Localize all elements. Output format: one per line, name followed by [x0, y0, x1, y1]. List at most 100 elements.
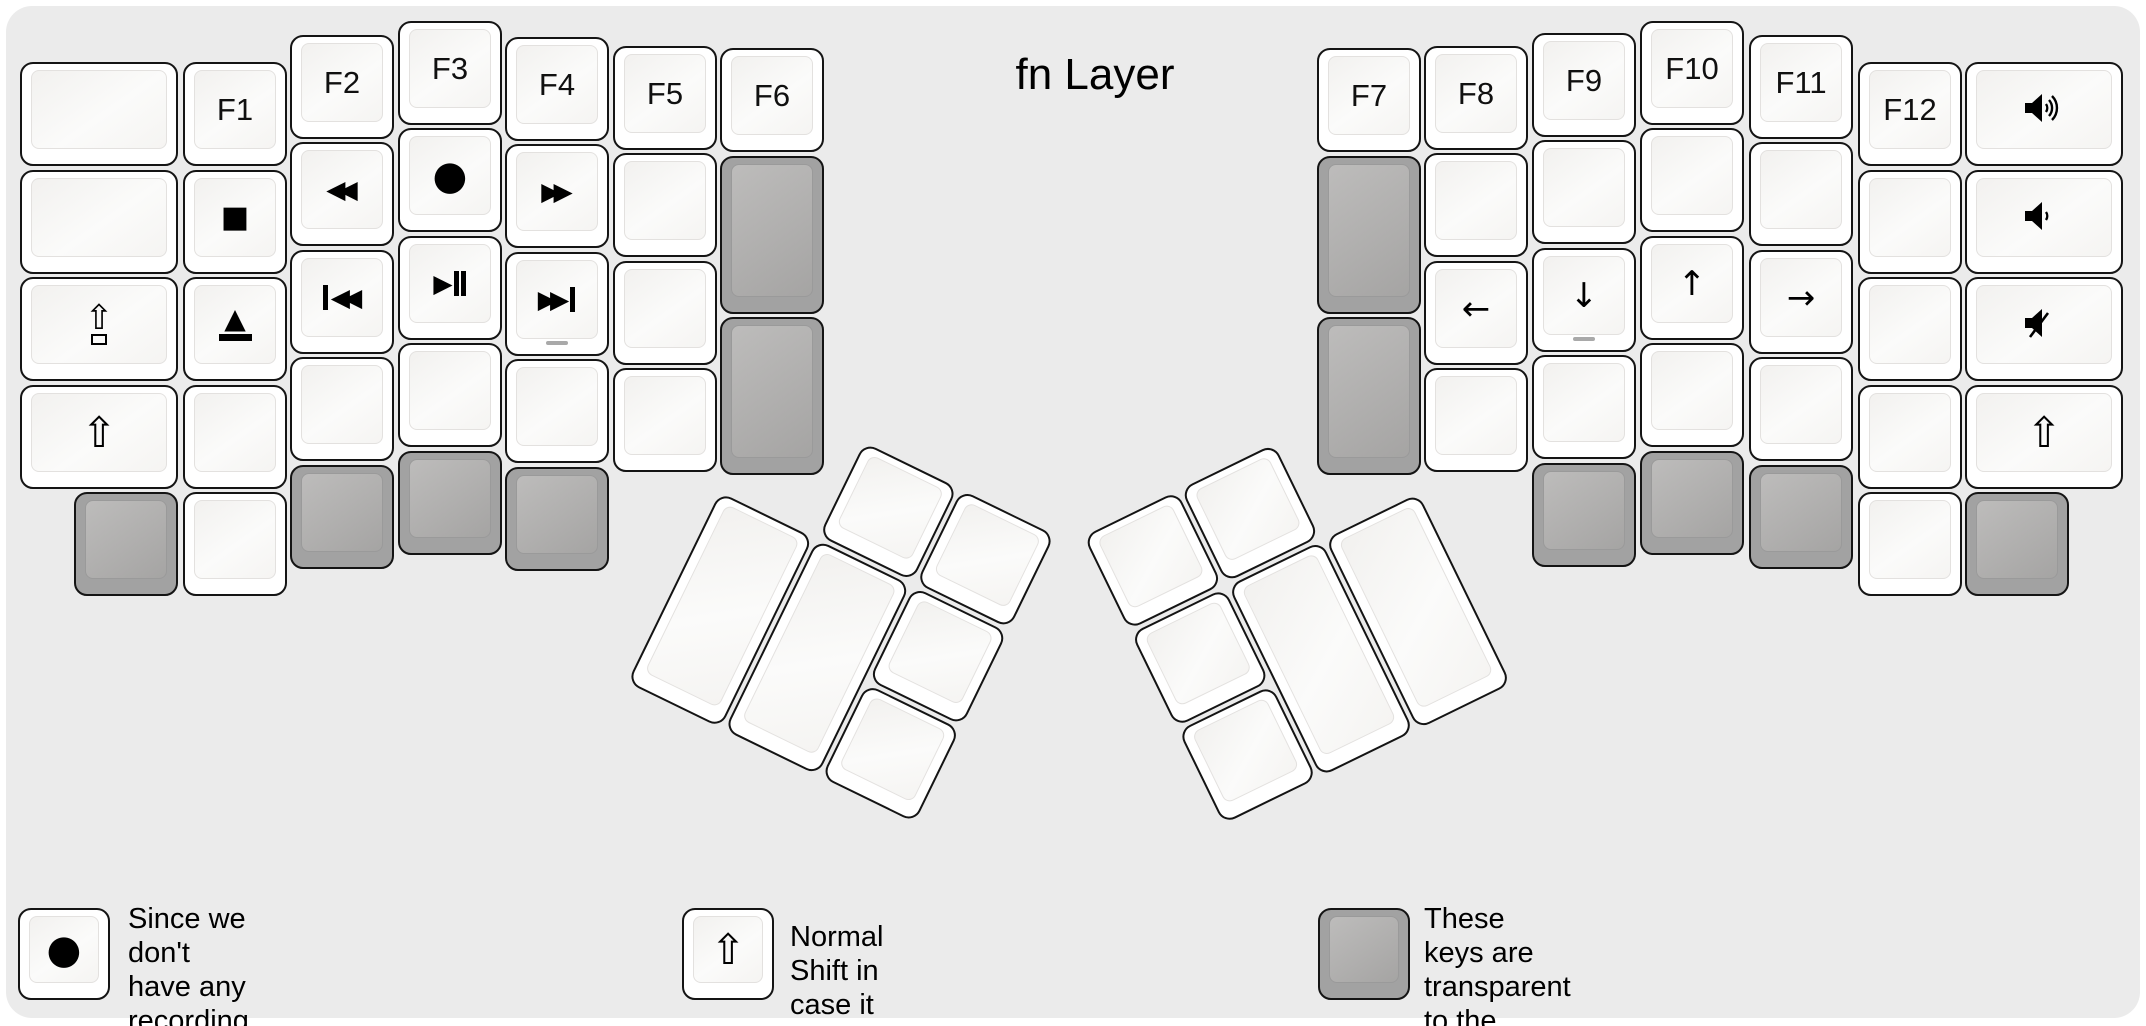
keycap-surface: F1	[194, 70, 276, 149]
key-next-track: ▶▶	[505, 252, 609, 356]
key-transparent	[1317, 317, 1421, 475]
key-transparent	[1749, 465, 1853, 569]
keycap-surface	[1760, 150, 1842, 229]
legend-media-select-text: Since we don't have any recording key, t…	[128, 903, 249, 1026]
key-f9: F9	[1532, 33, 1636, 137]
key-f8: F8	[1424, 46, 1528, 150]
keycap-surface: ▶▶	[516, 152, 598, 231]
keycap-surface: ←	[1435, 269, 1517, 348]
keycap-surface	[1435, 376, 1517, 455]
legend-transparent-keys-key	[1318, 908, 1410, 1000]
keycap-surface	[31, 178, 167, 257]
keycap-surface	[731, 325, 813, 458]
keycap-surface: ⇧	[1976, 393, 2112, 472]
key-transparent	[74, 492, 178, 596]
keycap-surface	[409, 459, 491, 538]
keycap-surface	[1543, 363, 1625, 442]
fast-forward-icon: ▶▶	[541, 177, 573, 206]
key-blank	[613, 261, 717, 365]
key-transparent	[720, 317, 824, 475]
keycap-surface: ◀◀	[301, 150, 383, 229]
keycap-surface: F10	[1651, 29, 1733, 108]
keycap-surface	[1435, 161, 1517, 240]
keycap-surface	[1976, 70, 2112, 149]
keycap-surface: ▶▶	[516, 260, 598, 339]
keycap-surface	[1543, 471, 1625, 550]
volume-down-icon	[2022, 200, 2066, 236]
keycap-surface	[1328, 164, 1410, 297]
keycap-surface: ▶	[409, 244, 491, 323]
key-blank	[1532, 355, 1636, 459]
keycap-surface	[1760, 473, 1842, 552]
key-transparent	[1532, 463, 1636, 567]
keycap-surface	[516, 367, 598, 446]
homing-bar	[546, 341, 568, 345]
key-blank	[613, 153, 717, 257]
keycap-surface	[301, 365, 383, 444]
key-transparent	[1965, 492, 2069, 596]
keycap-surface: F9	[1543, 41, 1625, 120]
keycap-surface	[624, 376, 706, 455]
next-track-icon: ▶▶	[538, 287, 576, 312]
keycap-surface	[194, 393, 276, 472]
key-rewind: ◀◀	[290, 142, 394, 246]
key-arrow-left: ←	[1424, 261, 1528, 365]
keycap-surface: ⇧	[693, 916, 763, 983]
keycap-surface	[1869, 285, 1951, 364]
key-label: F2	[323, 64, 361, 100]
key-blank	[290, 357, 394, 461]
keycap-surface	[31, 70, 167, 149]
key-blank	[183, 492, 287, 596]
rewind-icon: ◀◀	[326, 175, 358, 204]
keycap-surface: F12	[1869, 70, 1951, 149]
key-prev-track: ◀◀	[290, 250, 394, 354]
keycap-surface: ■	[194, 178, 276, 257]
keycap-surface: →	[1760, 258, 1842, 337]
key-f3: F3	[398, 21, 502, 125]
keycap-surface	[731, 164, 813, 297]
keycap-surface: F3	[409, 29, 491, 108]
keycap-surface	[1976, 178, 2112, 257]
key-f6: F6	[720, 48, 824, 152]
key-blank	[1424, 368, 1528, 472]
page-title: fn Layer	[1015, 50, 1175, 99]
legend-transparent-keys-text: These keys are transparent to the layout…	[1424, 903, 1571, 1026]
key-label: F4	[538, 66, 576, 102]
keycap-surface	[1543, 148, 1625, 227]
keycap-surface	[1869, 393, 1951, 472]
legend-normal-shift-key: ⇧	[682, 908, 774, 1000]
keycap-surface	[1976, 285, 2112, 364]
key-blank	[1858, 385, 1962, 489]
key-label: F7	[1350, 77, 1388, 113]
key-blank	[1749, 142, 1853, 246]
keycap-surface	[301, 473, 383, 552]
stop-icon: ■	[220, 199, 250, 235]
key-blank	[183, 385, 287, 489]
keycap-surface: F6	[731, 56, 813, 135]
keycap-surface	[1976, 500, 2058, 579]
key-label: F3	[431, 50, 469, 86]
keycap-surface: ⇧	[31, 285, 167, 364]
play-pause-icon: ▶	[433, 271, 466, 296]
key-eject: ▲	[183, 277, 287, 381]
key-blank	[1858, 277, 1962, 381]
keycap-surface: ↑	[1651, 244, 1733, 323]
keycap-surface	[516, 475, 598, 554]
key-arrow-right: →	[1749, 250, 1853, 354]
key-blank	[1858, 170, 1962, 274]
key-label: F11	[1775, 64, 1827, 100]
key-arrow-up: ↑	[1640, 236, 1744, 340]
keycap-surface: F8	[1435, 54, 1517, 133]
keycap-surface: ▲	[194, 285, 276, 364]
key-blank	[1424, 153, 1528, 257]
keycap-surface: F5	[624, 54, 706, 133]
keycap-surface: ●	[29, 916, 99, 983]
key-f2: F2	[290, 35, 394, 139]
keycap-surface: F4	[516, 45, 598, 124]
key-blank	[1640, 128, 1744, 232]
keycap-surface: ↓	[1543, 256, 1625, 335]
shift-icon: ⇧	[2026, 407, 2062, 457]
key-transparent	[505, 467, 609, 571]
key-blank	[1749, 357, 1853, 461]
